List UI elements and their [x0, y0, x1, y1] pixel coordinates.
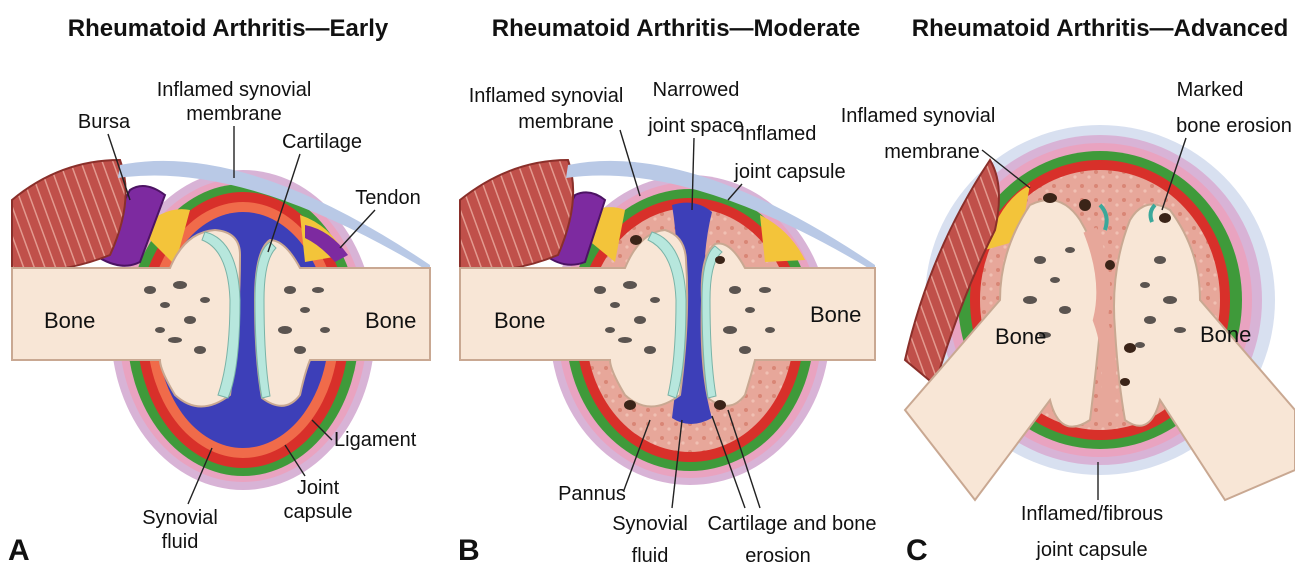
label-tendon: Tendon — [355, 187, 421, 209]
label-ligament: Ligament — [334, 429, 417, 451]
bone-left-label-a: Bone — [44, 308, 95, 333]
label-inflamed-synovial-membrane-c-line2: membrane — [884, 141, 980, 163]
label-narrowed-joint-space-line2: joint space — [647, 115, 744, 137]
panel-letter-b: B — [458, 534, 480, 567]
label-inflamed-synovial-membrane-b-line2: membrane — [518, 111, 614, 133]
panel-a-title: Rheumatoid Arthritis—Early — [68, 15, 389, 42]
label-marked-bone-erosion-line2: bone erosion — [1176, 115, 1292, 137]
bone-left-label-b: Bone — [494, 308, 545, 333]
muscle-moderate — [460, 160, 573, 271]
label-inflamed-synovial-membrane-b-line1: Inflamed synovial — [469, 85, 624, 107]
bone-right-label-a: Bone — [365, 308, 416, 333]
label-inflamed-synovial-membrane-a-line2: membrane — [186, 103, 282, 125]
bone-right-label-c: Bone — [1200, 322, 1251, 347]
bone-left-label-c: Bone — [995, 324, 1046, 349]
label-inflamed-fibrous-capsule-line2: joint capsule — [1035, 539, 1147, 561]
bone-right-label-b: Bone — [810, 302, 861, 327]
label-inflamed-synovial-membrane-a-line1: Inflamed synovial — [157, 79, 312, 101]
panel-letter-a: A — [8, 534, 30, 567]
label-inflamed-joint-capsule-line2: joint capsule — [733, 161, 845, 183]
label-inflamed-fibrous-capsule-line1: Inflamed/fibrous — [1021, 503, 1163, 525]
label-cartilage-a: Cartilage — [282, 131, 362, 153]
panel-c-title: Rheumatoid Arthritis—Advanced — [912, 15, 1289, 42]
label-bursa: Bursa — [78, 111, 131, 133]
panel-early: Rheumatoid Arthritis—Early — [8, 15, 430, 567]
label-synovial-fluid-a-line1: Synovial — [142, 507, 218, 529]
muscle-early — [12, 160, 126, 271]
label-cartilage-bone-erosion-line1: Cartilage and bone — [707, 513, 876, 535]
panel-letter-c: C — [906, 534, 928, 567]
label-joint-capsule-a-line2: capsule — [284, 501, 353, 523]
label-marked-bone-erosion-line1: Marked — [1177, 79, 1244, 101]
label-inflamed-joint-capsule-line1: Inflamed — [740, 123, 817, 145]
label-joint-capsule-a-line1: Joint — [297, 477, 340, 499]
label-inflamed-synovial-membrane-c-line1: Inflamed synovial — [841, 105, 996, 127]
label-pannus: Pannus — [558, 483, 626, 505]
panel-advanced: Rheumatoid Arthritis—Advanced — [841, 15, 1295, 567]
panel-b-title: Rheumatoid Arthritis—Moderate — [492, 15, 860, 42]
label-synovial-fluid-b-line2: fluid — [632, 545, 669, 567]
label-synovial-fluid-b-line1: Synovial — [612, 513, 688, 535]
label-synovial-fluid-a-line2: fluid — [162, 531, 199, 553]
panel-moderate: Rheumatoid Arthritis—Moderate — [458, 15, 877, 567]
label-cartilage-bone-erosion-line2: erosion — [745, 545, 811, 567]
label-narrowed-joint-space-line1: Narrowed — [653, 79, 740, 101]
